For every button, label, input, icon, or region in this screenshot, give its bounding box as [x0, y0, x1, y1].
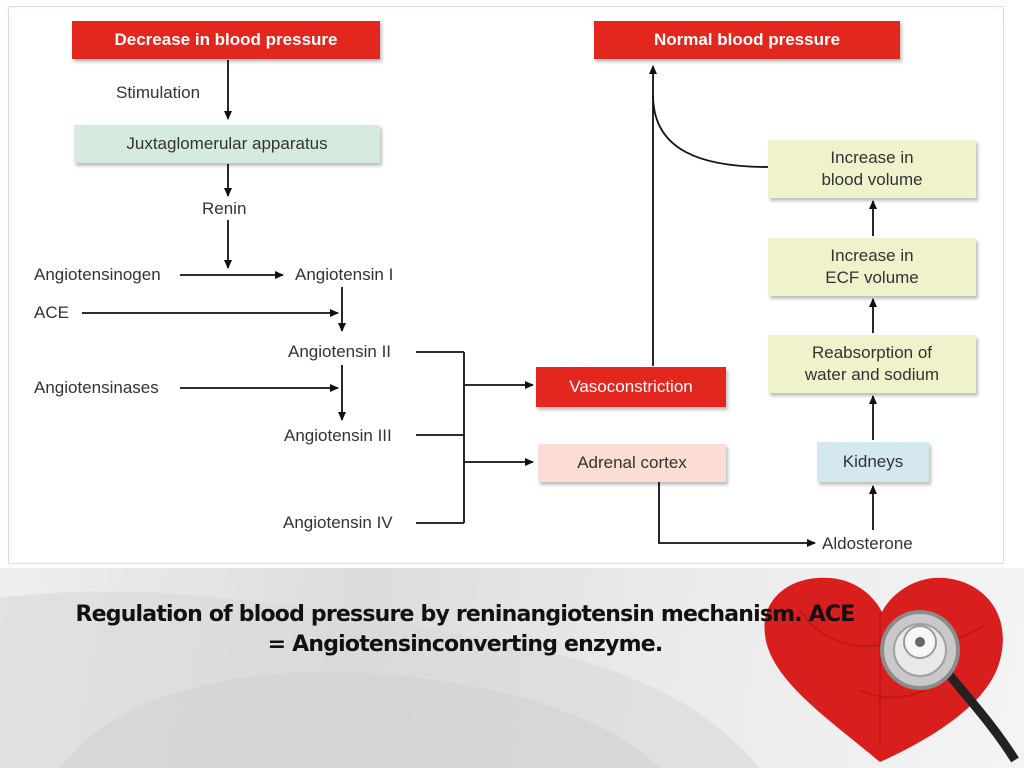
angiotensin-3-label: Angiotensin III	[284, 426, 392, 445]
decrease-blood-pressure-box: Decrease in blood pressure	[72, 21, 380, 59]
angiotensin-1-label: Angiotensin I	[295, 265, 394, 284]
caption: Regulation of blood pressure by reninang…	[0, 600, 930, 660]
aldosterone-label: Aldosterone	[822, 534, 913, 553]
reabsorption-line1: Reabsorption of	[811, 343, 933, 362]
increase-ecf-volume-box: Increase in ECF volume	[768, 238, 976, 296]
caption-line-1: Regulation of blood pressure by reninang…	[75, 602, 855, 627]
increase-blood-volume-line2: blood volume	[821, 170, 923, 189]
reabsorption-box: Reabsorption of water and sodium	[768, 335, 976, 393]
caption-line-2: = Angiotensinconverting enzyme.	[267, 632, 664, 657]
increase-ecf-volume-line2: ECF volume	[825, 268, 919, 287]
stethoscope-icon	[880, 610, 1019, 763]
juxtaglomerular-apparatus-box: Juxtaglomerular apparatus	[74, 125, 380, 163]
adrenal-cortex-box: Adrenal cortex	[538, 444, 726, 482]
kidneys-box: Kidneys	[817, 442, 929, 482]
vasoconstriction-box: Vasoconstriction	[536, 367, 726, 407]
increase-ecf-volume-line1: Increase in	[830, 246, 914, 265]
background-hand-shape	[0, 591, 760, 768]
angiotensinogen-label: Angiotensinogen	[34, 265, 161, 284]
angiotensin-4-label: Angiotensin IV	[283, 513, 393, 532]
increase-blood-volume-box: Increase in blood volume	[768, 140, 976, 198]
reabsorption-line2: water and sodium	[804, 365, 940, 384]
increase-blood-volume-line1: Increase in	[830, 148, 914, 167]
normal-blood-pressure-box: Normal blood pressure	[594, 21, 900, 59]
ace-label: ACE	[34, 303, 69, 322]
angiotensinases-label: Angiotensinases	[34, 378, 159, 397]
angiotensin-2-label: Angiotensin II	[288, 342, 392, 361]
renin-label: Renin	[202, 199, 247, 218]
stimulation-label: Stimulation	[116, 83, 201, 102]
